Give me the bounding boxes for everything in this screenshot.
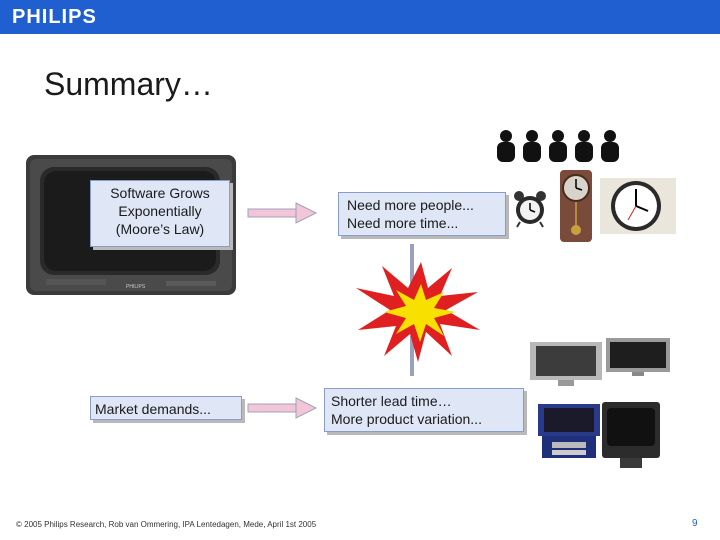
- arrow-right-icon: [247, 397, 318, 419]
- philips-logo: PHILIPS: [12, 6, 97, 28]
- software-grows-line-1: Software Grows: [110, 185, 210, 201]
- slide-title: Summary…: [44, 66, 213, 102]
- explosion-icon: [356, 244, 480, 376]
- flat-tv-icon: [606, 338, 670, 376]
- flat-tv-icon: [530, 342, 602, 386]
- wall-clock-icon: [600, 178, 676, 234]
- software-grows-line-2: Exponentially: [118, 203, 202, 219]
- need-more-box: Need more people... Need more time...: [338, 192, 506, 236]
- crt-tv-icon: [602, 402, 660, 468]
- footer-copyright: © 2005 Philips Research, Rob van Ommerin…: [16, 520, 317, 529]
- tv-cabinet-icon: [538, 404, 600, 458]
- tv-brand-label: PHILIPS: [126, 284, 146, 290]
- pendulum-clock-icon: [560, 170, 592, 242]
- software-grows-box: Software Grows Exponentially (Moore’s La…: [90, 180, 230, 247]
- software-grows-line-3: (Moore’s Law): [115, 221, 205, 237]
- page-number: 9: [692, 518, 698, 529]
- shorter-lead-line-2: More product variation...: [331, 411, 482, 427]
- shorter-lead-box: Shorter lead time… More product variatio…: [324, 388, 524, 432]
- need-more-line-2: Need more time...: [347, 215, 459, 231]
- people-silhouettes-icon: [497, 130, 619, 162]
- market-demands-box: Market demands...: [90, 396, 242, 420]
- arrow-right-icon: [247, 202, 318, 224]
- shorter-lead-line-1: Shorter lead time…: [331, 393, 452, 409]
- need-more-line-1: Need more people...: [347, 197, 474, 213]
- header-bar: PHILIPS: [0, 0, 720, 34]
- market-demands-label: Market demands...: [95, 401, 211, 417]
- alarm-clock-icon: [514, 191, 546, 228]
